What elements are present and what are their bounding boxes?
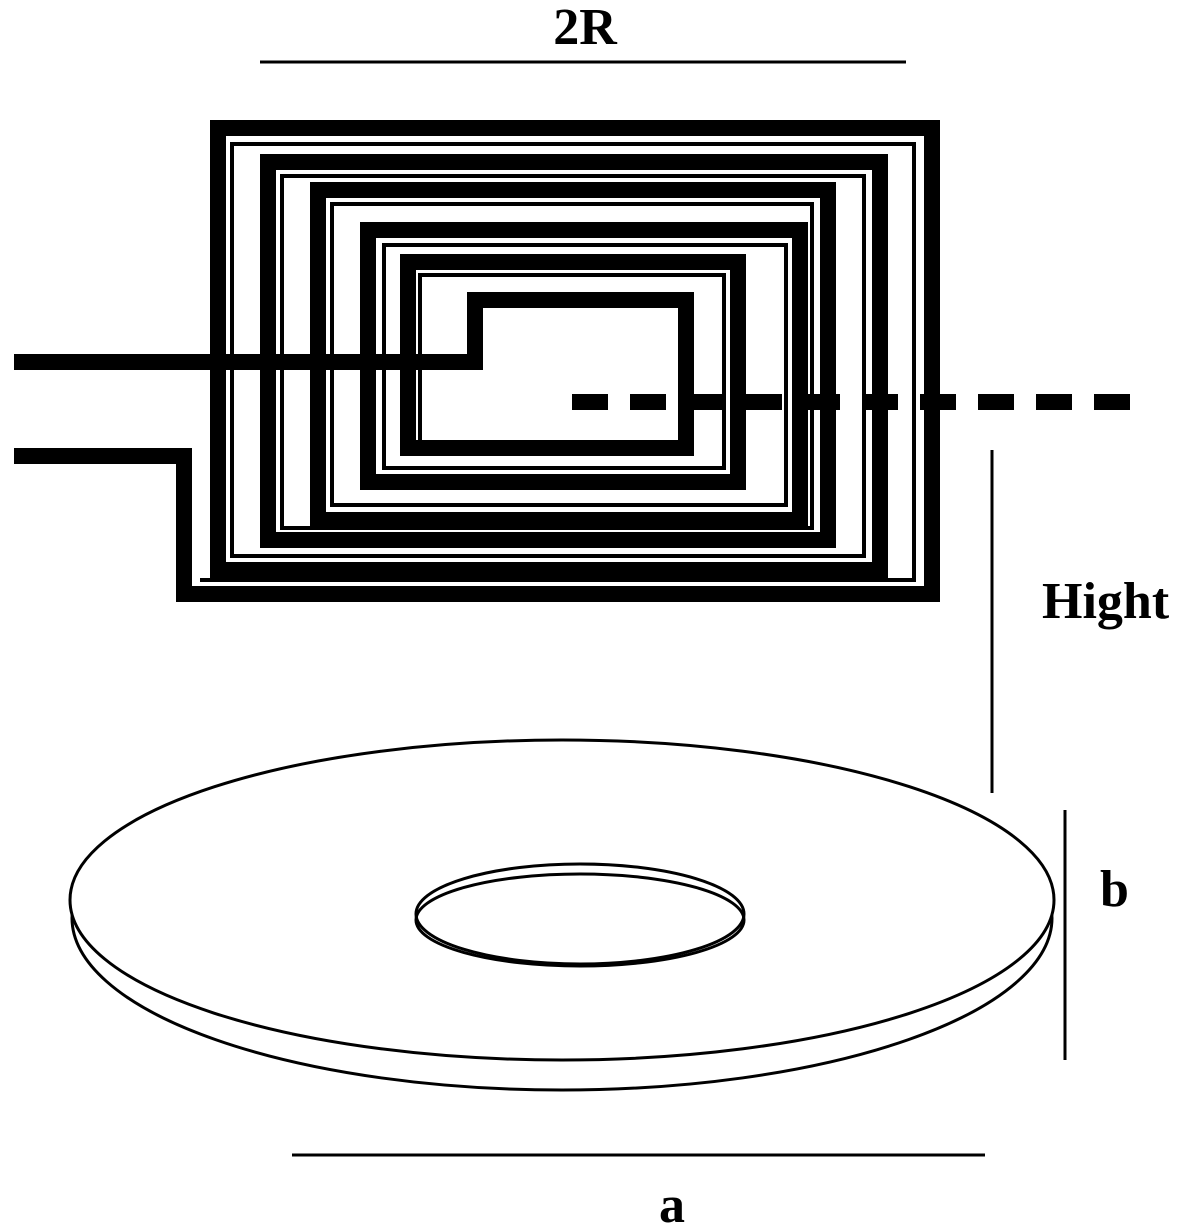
diameter-dimension: a — [292, 1153, 985, 1229]
width-dimension: 2R — [260, 0, 906, 64]
disk — [68, 738, 1056, 1092]
height-label: Hight — [1042, 573, 1170, 630]
height-dimension: Hight — [990, 450, 1170, 793]
spiral-coil — [14, 120, 1130, 602]
thickness-dimension: b — [1063, 810, 1129, 1060]
disk-hole-inner — [414, 872, 746, 968]
coil-thin-lines — [200, 142, 916, 582]
thickness-label: b — [1100, 861, 1129, 918]
coil-lead-upper — [14, 120, 940, 602]
disk-top-face — [68, 738, 1056, 1062]
diameter-label: a — [659, 1177, 685, 1229]
width-label: 2R — [553, 0, 618, 56]
